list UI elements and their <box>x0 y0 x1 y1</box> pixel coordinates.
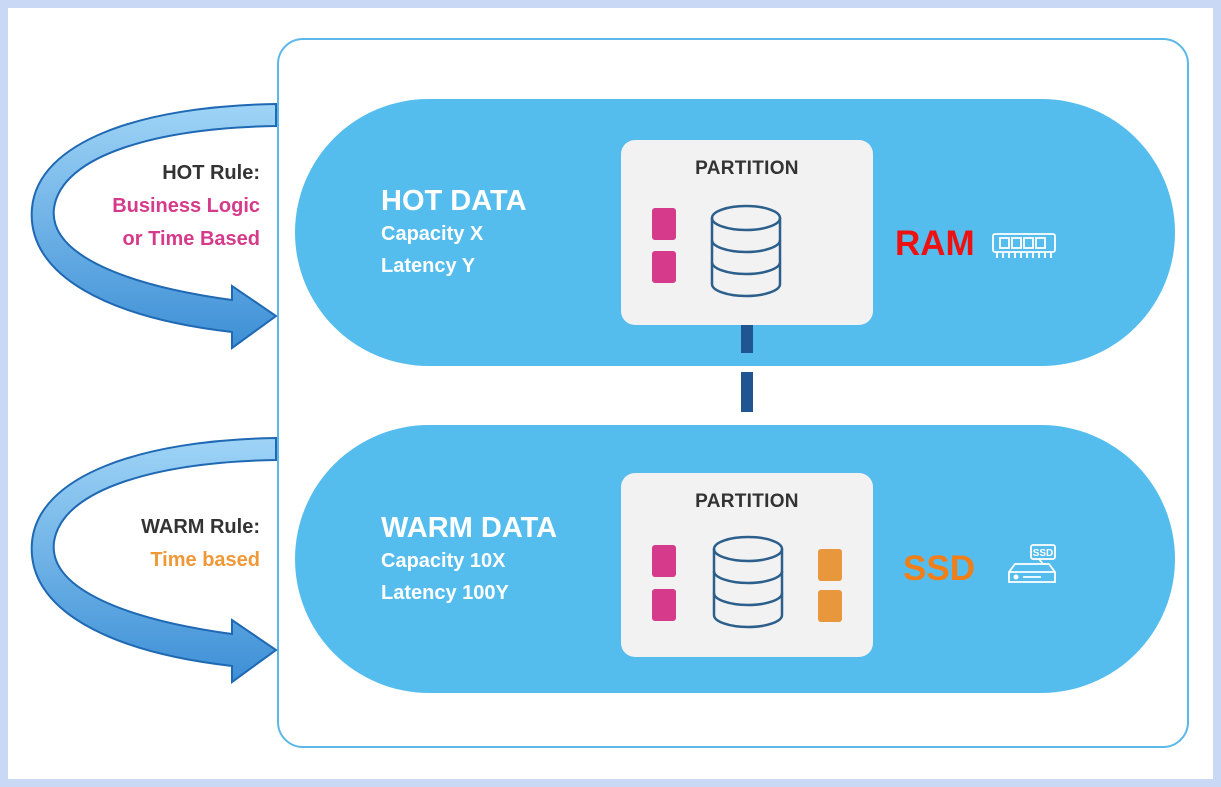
connector-segment-1 <box>741 325 753 353</box>
warm-rule-curved-arrow-icon <box>30 436 278 684</box>
warm-partition: PARTITION <box>621 473 873 657</box>
ssd-icon-text: SSD <box>1033 548 1054 559</box>
hot-tier-text: HOT DATA Capacity X Latency Y <box>381 184 527 282</box>
hot-tier-title: HOT DATA <box>381 185 527 217</box>
ram-icon <box>992 233 1056 258</box>
hot-rule-heading: HOT Rule: <box>162 162 260 184</box>
hot-rule-line-2: or Time Based <box>122 228 260 250</box>
warm-rule-heading: WARM Rule: <box>141 516 260 538</box>
hot-rule: HOT Rule: Business Logic or Time Based <box>112 157 260 256</box>
hot-database-icon <box>710 204 782 298</box>
warm-tier-text: WARM DATA Capacity 10X Latency 100Y <box>381 511 557 609</box>
warm-partition-label: PARTITION <box>695 491 799 512</box>
hot-tier-capacity: Capacity X <box>381 223 484 245</box>
warm-rule-line-1: Time based <box>150 549 260 571</box>
warm-rule: WARM Rule: Time based <box>141 511 260 577</box>
warm-media-label: SSD <box>903 549 975 588</box>
hot-partition: PARTITION <box>621 140 873 325</box>
hot-rule-line-1: Business Logic <box>112 195 260 217</box>
hot-pink-block-2 <box>652 251 676 283</box>
warm-tier-capacity: Capacity 10X <box>381 550 506 572</box>
warm-pink-block-2 <box>652 589 676 621</box>
hot-rule-curved-arrow-icon <box>30 102 278 350</box>
hot-pink-block-1 <box>652 208 676 240</box>
warm-tier-title: WARM DATA <box>381 512 558 544</box>
warm-tier-latency: Latency 100Y <box>381 582 509 604</box>
hot-media-label: RAM <box>895 224 975 263</box>
warm-pink-block-1 <box>652 545 676 577</box>
warm-orange-block-2 <box>818 590 842 622</box>
warm-orange-block-1 <box>818 549 842 581</box>
hot-tier-latency: Latency Y <box>381 255 476 277</box>
ssd-icon: SSD <box>1008 544 1056 583</box>
warm-database-icon <box>712 535 784 629</box>
connector-segment-2 <box>741 372 753 412</box>
hot-partition-label: PARTITION <box>695 158 799 179</box>
